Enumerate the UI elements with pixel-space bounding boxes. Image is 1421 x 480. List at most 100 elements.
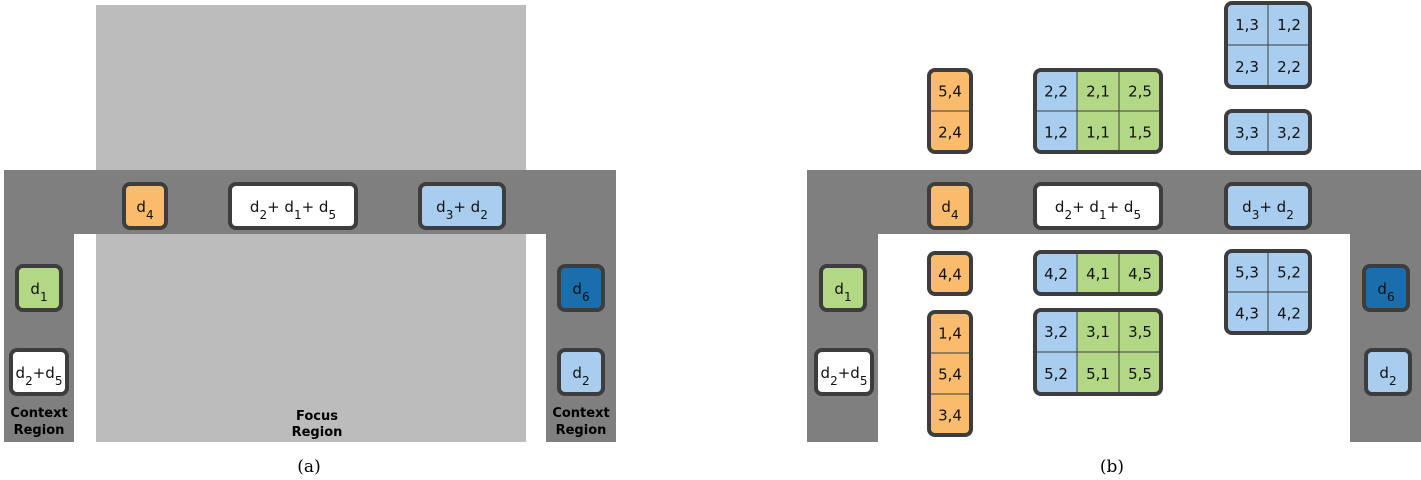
grid-cell-label: 5,2: [1044, 365, 1068, 383]
tile-d2-d5: [9, 348, 69, 396]
tile-d1-label: d1: [30, 280, 47, 304]
tile-d2-b: [1364, 348, 1412, 396]
panel-b-tiles: d4 d2+ d1+ d5 d3+ d2 d1 d2+d5 d6 d2 5,4 2,4 4,4 1,…: [814, 1, 1412, 437]
grid-cell-label: 2,2: [1277, 58, 1301, 76]
grid-cell: [1077, 70, 1119, 111]
orange-stack-bottom: 1,4 5,4 3,4: [927, 310, 973, 437]
grid-cell: [929, 312, 971, 353]
grid-cell-label: 2,1: [1086, 83, 1110, 101]
tile-d6: [557, 264, 605, 312]
tile-d3-d2: [418, 182, 506, 230]
tile-d3-d2-b-label: d3+ d2: [1242, 198, 1294, 222]
tile-d2-d5-b-label: d2+d5: [821, 364, 868, 388]
grid-cell-label: 4,2: [1044, 265, 1068, 283]
grid-cell: [929, 353, 971, 394]
tile-d4: [122, 182, 168, 230]
grid-cell: [1226, 45, 1268, 87]
tile-d3-d2-label: d3+ d2: [436, 198, 488, 222]
context-region-left-label-line1: Context: [10, 406, 67, 421]
grid-cell-label: 1,4: [938, 325, 962, 343]
tile-d2-d5-label: d2+d5: [16, 364, 63, 388]
grid-cell-label: 3,5: [1128, 323, 1152, 341]
grid-cell-label: 5,5: [1128, 365, 1152, 383]
grid-border: [1033, 68, 1163, 154]
grid-cell-label: 3,1: [1086, 323, 1110, 341]
grid-border: [927, 251, 973, 296]
grid-cell-label: 3,2: [1044, 323, 1068, 341]
tile-d6-b: [1362, 264, 1410, 312]
tile-d6-label: d6: [572, 280, 589, 304]
orange-single: 4,4: [927, 251, 973, 296]
grid-cell: [1035, 111, 1077, 152]
tile-d1-b-label: d1: [834, 280, 851, 304]
grid-cell-label: 2,3: [1235, 58, 1259, 76]
grid-cell-label: 5,1: [1086, 365, 1110, 383]
grid-mid-center: 4,2 4,1 4,5: [1033, 250, 1163, 296]
tile-d2-d1-d5: [228, 182, 358, 230]
tile-d2-label: d2: [572, 364, 589, 388]
panel-a-tiles: d4 d2+ d1+ d5 d3+ d2 d1 d2+d5 d6 d2: [9, 182, 605, 396]
grid-cell: [1268, 111, 1310, 153]
grid-top-right: 1,3 1,2 2,3 2,2: [1224, 1, 1312, 89]
grid-bottom-center: 3,2 3,1 3,5 5,2 5,1 5,5: [1033, 308, 1163, 396]
panel-a-caption: (a): [297, 457, 320, 477]
focus-region-label-line1: Focus: [296, 409, 338, 424]
grid-cell: [929, 111, 971, 152]
tile-d4-label: d4: [136, 198, 153, 222]
grid-cell: [1268, 292, 1310, 333]
grid-border: [927, 310, 973, 437]
grid-border: [1224, 249, 1312, 335]
grid-cell-label: 1,5: [1128, 124, 1152, 142]
grid-cell: [1119, 352, 1161, 394]
tile-d2-b-label: d2: [1379, 364, 1396, 388]
grid-cell-label: 3,4: [938, 407, 962, 425]
grid-cell: [1119, 70, 1161, 111]
tile-d2-d1-d5-b-label: d2+ d1+ d5: [1055, 198, 1141, 222]
tile-d6-b-label: d6: [1377, 280, 1394, 304]
grid-cell-label: 1,2: [1277, 16, 1301, 34]
grid-cell: [1077, 252, 1119, 294]
grid-cell-label: 2,4: [938, 124, 962, 142]
grid-cell: [1119, 310, 1161, 352]
grid-cell-label: 5,4: [938, 83, 962, 101]
grid-cell: [1077, 352, 1119, 394]
grid-cell-label: 5,2: [1277, 264, 1301, 282]
grid-cell-label: 4,4: [938, 266, 962, 284]
grid-cell-label: 3,2: [1277, 124, 1301, 142]
grid-cell: [1226, 251, 1268, 292]
grid-cell: [1035, 310, 1077, 352]
grid-cell-label: 2,2: [1044, 83, 1068, 101]
grid-border: [1224, 1, 1312, 89]
tile-d2-d1-d5-b: [1033, 182, 1163, 230]
grid-cell: [1077, 310, 1119, 352]
tile-d2-d1-d5-label: d2+ d1+ d5: [250, 198, 336, 222]
grid-cell-label: 5,3: [1235, 264, 1259, 282]
focus-region-label-line2: Region: [292, 425, 343, 440]
grid-border: [1033, 308, 1163, 396]
grid-border: [927, 68, 973, 154]
grid-cell-label: 1,1: [1086, 124, 1110, 142]
grid-cell: [1226, 292, 1268, 333]
grid-cell: [929, 70, 971, 111]
grid-cell-label: 5,4: [938, 366, 962, 384]
panel-a: d4 d2+ d1+ d5 d3+ d2 d1 d2+d5 d6 d2 Focus Regi…: [4, 5, 616, 477]
tile-d1-b: [819, 264, 867, 312]
tile-d3-d2-b: [1224, 182, 1312, 230]
grid-cell-label: 4,5: [1128, 265, 1152, 283]
panel-b-caption: (b): [1100, 457, 1124, 477]
grid-cell: [1226, 111, 1268, 153]
grid-cell: [929, 394, 971, 435]
tile-d4-b-label: d4: [941, 198, 958, 222]
tile-d2-d5-b: [814, 348, 874, 396]
grid-cell-label: 4,1: [1086, 265, 1110, 283]
context-region-left-label-line2: Region: [14, 423, 65, 438]
orange-stack-top: 5,4 2,4: [927, 68, 973, 154]
grid-cell: [1226, 3, 1268, 45]
grid-cell: [1119, 111, 1161, 152]
grid-cell: [1077, 111, 1119, 152]
grid-cell-label: 1,2: [1044, 124, 1068, 142]
grid-cell-label: 1,3: [1235, 16, 1259, 34]
